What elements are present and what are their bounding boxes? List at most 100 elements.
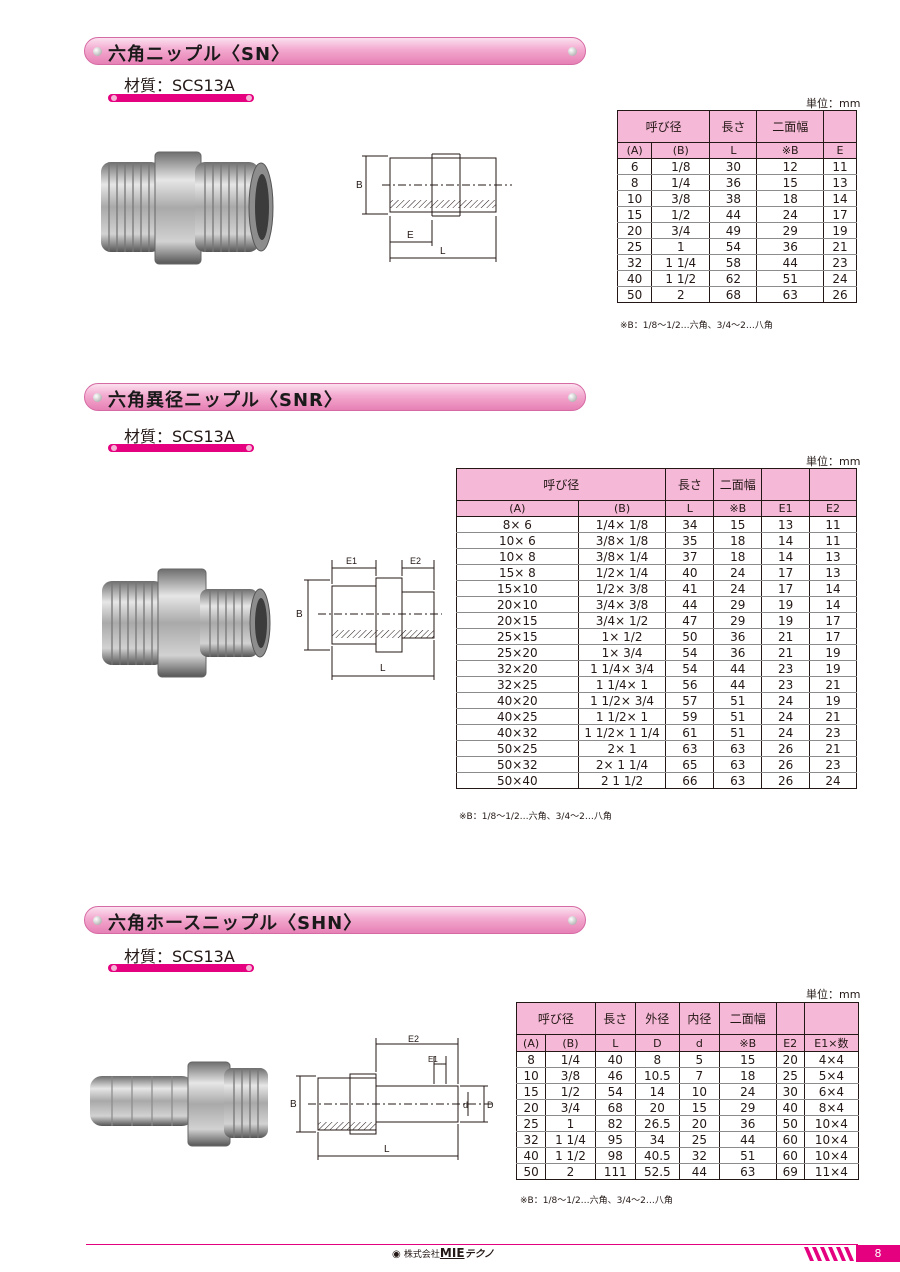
table-cell: 1 [651, 238, 711, 255]
table-cell: 15 [718, 1051, 777, 1068]
table-cell: 44 [665, 596, 715, 613]
table-cell: 24 [823, 270, 857, 287]
table-cell: 47 [665, 612, 715, 629]
table-cell: 2× 1 [577, 740, 667, 757]
table-cell: 82 [594, 1115, 636, 1132]
header-l: L [594, 1034, 636, 1052]
dimension-drawing: B E L [356, 153, 512, 262]
table-cell: 26 [823, 286, 857, 303]
table-cell: 1/2 [651, 206, 711, 223]
table-cell: 63 [713, 756, 763, 773]
table-cell: 1 [545, 1115, 596, 1132]
table-cell: 1 1/2× 3/4 [577, 692, 667, 709]
table-cell: 3/8 [651, 190, 711, 207]
company-logo-icon: ◉ [392, 1249, 404, 1260]
table-cell: 19 [809, 692, 857, 709]
dim-label-dd: D [487, 1100, 494, 1110]
material-label: 材質：SCS13A [124, 427, 235, 446]
section-title: 六角ニップル〈SN〉 [108, 44, 291, 65]
table-cell: 14 [634, 1083, 680, 1100]
table-cell: 62 [709, 270, 758, 287]
table-cell: 8 [616, 174, 653, 191]
table-cell: 1/4× 1/8 [577, 516, 667, 533]
table-cell: 30 [775, 1083, 805, 1100]
table-cell: 11×4 [803, 1163, 860, 1180]
header-b: (B) [651, 142, 711, 159]
table-cell: 40 [515, 1147, 547, 1164]
table-cell: 29 [713, 596, 763, 613]
table-cell: 20 [775, 1051, 805, 1068]
company-brand-suffix: テクノ [464, 1249, 494, 1260]
table-cell: 3/4 [545, 1099, 596, 1116]
table-cell: 10×4 [803, 1147, 860, 1164]
dim-label-e: E [407, 230, 414, 241]
table-cell: 1/4 [545, 1051, 596, 1068]
page-stripes-icon [804, 1247, 854, 1261]
table-cell: 25 [775, 1067, 805, 1084]
table-cell: 19 [809, 644, 857, 661]
table-cell: 68 [594, 1099, 636, 1116]
table-cell: 17 [809, 612, 857, 629]
table-cell: 23 [823, 254, 857, 271]
material-underline [108, 444, 254, 452]
spec-table: 呼び径 長さ 外径 内径 二面幅 (A) (B) L D d ※B E2 E1×… [515, 1002, 860, 1180]
table-cell: 26.5 [634, 1115, 680, 1132]
header-nominal: 呼び径 [455, 468, 667, 501]
table-cell: 40 [594, 1051, 636, 1068]
header-d: d [678, 1034, 720, 1052]
table-cell: 24 [713, 580, 763, 597]
table-cell: 15×10 [456, 580, 579, 597]
table-cell: 40.5 [634, 1147, 680, 1164]
table-cell: 36 [713, 644, 763, 661]
table-cell: 25×20 [456, 644, 579, 661]
table-cell: 1 1/4 [545, 1131, 596, 1148]
table-cell: 10.5 [634, 1067, 680, 1084]
table-cell: 6 [616, 158, 653, 175]
table-cell: 40 [616, 270, 653, 287]
table-cell: 18 [713, 548, 763, 565]
table-cell: 15 [616, 206, 653, 223]
table-cell: 25 [616, 238, 653, 255]
header-e1: E1 [761, 500, 811, 517]
table-cell: 29 [756, 222, 825, 239]
table-cell: 10× 8 [456, 548, 579, 565]
table-cell: 3/4× 3/8 [577, 596, 667, 613]
table-cell: 44 [713, 676, 763, 693]
table-cell: 14 [809, 580, 857, 597]
table-cell: 20 [515, 1099, 547, 1116]
bullet-icon [568, 393, 577, 402]
table-cell: 1 1/4 [651, 254, 711, 271]
table-cell: 63 [718, 1163, 777, 1180]
table-cell: 20 [634, 1099, 680, 1116]
table-cell: 17 [761, 564, 811, 581]
header-a: (A) [616, 142, 653, 159]
table-cell: 17 [761, 580, 811, 597]
table-cell: 15 [515, 1083, 547, 1100]
table-cell: 24 [761, 692, 811, 709]
unit-label: 単位：mm [806, 988, 861, 1001]
header-a: (A) [515, 1034, 547, 1052]
bullet-icon [93, 393, 102, 402]
table-cell: 1 1/4× 3/4 [577, 660, 667, 677]
table-cell: 30 [709, 158, 758, 175]
dim-label-b: B [290, 1099, 297, 1110]
footer-rule [86, 1244, 858, 1245]
table-cell: 10 [515, 1067, 547, 1084]
table-cell: 50×32 [456, 756, 579, 773]
header-outer: 外径 [634, 1002, 680, 1035]
company-brand: MIE [439, 1246, 465, 1260]
table-cell: 95 [594, 1131, 636, 1148]
table-cell: 21 [761, 644, 811, 661]
table-cell: 36 [756, 238, 825, 255]
header-sb: ※B [756, 142, 825, 159]
table-cell: 51 [713, 724, 763, 741]
